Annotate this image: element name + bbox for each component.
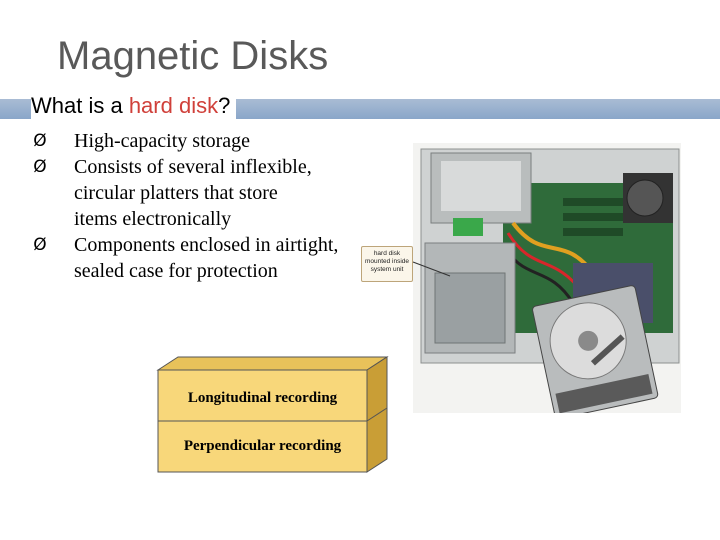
bullet-list: Ø High-capacity storage Ø Consists of se… xyxy=(30,128,350,284)
bullet-item: Ø Consists of several inflexible, circul… xyxy=(30,154,314,232)
hard-disk-photo xyxy=(413,143,681,413)
photo-callout: hard disk mounted inside system unit xyxy=(361,246,413,282)
slide-subtitle: What is a hard disk? xyxy=(31,93,237,119)
longitudinal-recording-label: Longitudinal recording xyxy=(187,390,338,406)
arrow-bullet-icon: Ø xyxy=(33,131,47,151)
recording-box-front: Longitudinal recording Perpendicular rec… xyxy=(158,370,367,472)
callout-pointer xyxy=(412,261,451,277)
arrow-bullet-icon: Ø xyxy=(33,235,47,255)
arrow-bullet-icon: Ø xyxy=(33,157,47,177)
bullet-text: High-capacity storage xyxy=(74,130,251,152)
bullet-item: Ø High-capacity storage xyxy=(30,128,350,154)
recording-box-3d xyxy=(156,356,389,473)
subtitle-prefix: What is a xyxy=(31,93,129,118)
bullet-text: Components enclosed in airtight, sealed … xyxy=(74,234,339,282)
bullet-text: Consists of several inflexible, circular… xyxy=(74,156,312,230)
perpendicular-recording-label: Perpendicular recording xyxy=(183,438,342,454)
slide-title: Magnetic Disks xyxy=(57,34,329,78)
subtitle-highlight: hard disk xyxy=(128,93,219,118)
bullet-item: Ø Components enclosed in airtight, seale… xyxy=(30,232,344,284)
subtitle-suffix: ? xyxy=(218,93,231,118)
